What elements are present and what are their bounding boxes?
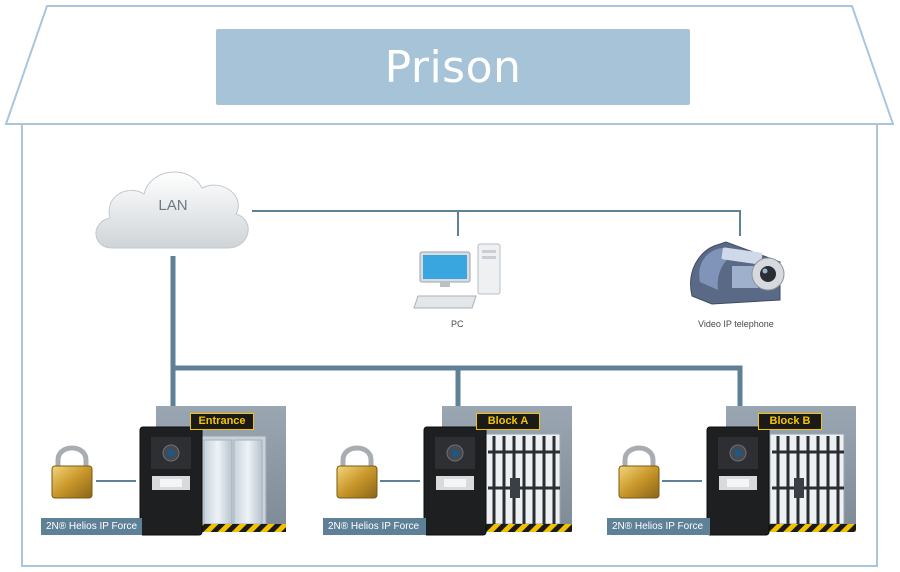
video-phone-label: Video IP telephone <box>698 319 774 329</box>
page-title: Prison <box>216 29 690 105</box>
padlock-icon <box>618 445 660 499</box>
device-label-block-a: 2N® Helios IP Force <box>323 518 426 535</box>
intercom-unit-icon <box>706 426 770 536</box>
device-label-block-b: 2N® Helios IP Force <box>607 518 710 535</box>
padlock-icon <box>336 445 378 499</box>
device-label-entrance: 2N® Helios IP Force <box>41 518 142 535</box>
network-lines <box>96 210 743 482</box>
pc-icon <box>413 243 501 309</box>
intercom-unit-icon <box>423 426 487 536</box>
padlock-icon <box>51 445 93 499</box>
lan-label: LAN <box>158 197 188 214</box>
entrance-sign: Entrance <box>190 413 254 430</box>
video-phone-icon <box>690 241 785 305</box>
block-a-sign: Block A <box>476 413 540 430</box>
intercom-unit-icon <box>139 426 203 536</box>
pc-label: PC <box>451 319 464 329</box>
lan-cloud-icon <box>95 171 249 249</box>
block-b-sign: Block B <box>758 413 822 430</box>
